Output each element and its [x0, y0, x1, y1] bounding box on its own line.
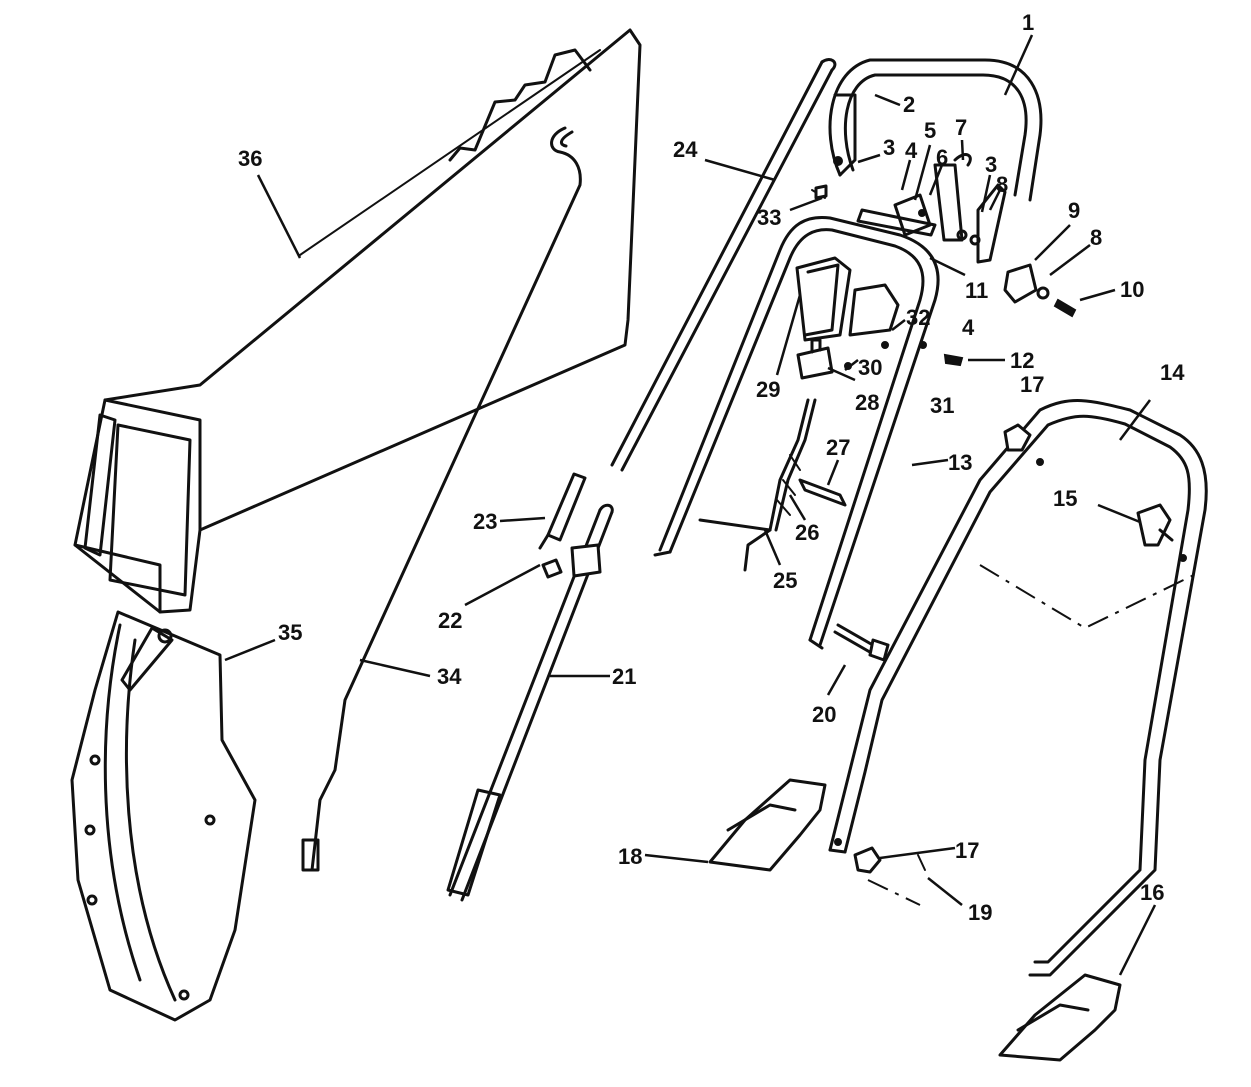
top-bail-handle — [828, 58, 1043, 202]
callout-12: 12 — [1010, 348, 1034, 373]
callout-16: 16 — [1140, 880, 1164, 905]
callout-14: 14 — [1160, 360, 1185, 385]
assembly-lines — [979, 564, 1201, 630]
callout-3: 3 — [883, 135, 895, 160]
callout-27: 27 — [826, 435, 850, 460]
control-rod — [610, 58, 837, 472]
callout-22: 22 — [438, 608, 462, 633]
callout-26: 26 — [795, 520, 819, 545]
callout-35: 35 — [278, 620, 302, 645]
handle-knob — [1136, 503, 1174, 547]
leader-lines — [224, 34, 1157, 976]
callout-5: 5 — [924, 118, 936, 143]
handle-bracket-right — [998, 973, 1122, 1062]
cable-clip-bottom — [853, 846, 926, 906]
discharge-chute — [70, 610, 257, 1022]
callout-9: 9 — [1068, 198, 1080, 223]
callout-8: 8 — [1090, 225, 1102, 250]
grass-catcher-bag — [73, 28, 642, 614]
callout-32: 32 — [906, 305, 930, 330]
wiring-harness — [698, 398, 847, 572]
callout-25: 25 — [773, 568, 797, 593]
callout-4: 4 — [962, 315, 975, 340]
callout-21: 21 — [612, 664, 636, 689]
handle-bracket-left — [708, 778, 827, 872]
callout-1: 1 — [1022, 10, 1034, 35]
callout-13: 13 — [948, 450, 972, 475]
callout-19: 19 — [968, 900, 992, 925]
callout-17: 17 — [955, 838, 979, 863]
callout-30: 30 — [858, 355, 882, 380]
callout-36: 36 — [238, 146, 262, 171]
lower-handle — [828, 399, 1208, 977]
callout-6: 6 — [936, 145, 948, 170]
callout-labels: 1 2 3 3 4 4 5 6 7 8 8 9 10 11 12 13 14 1… — [238, 10, 1185, 925]
upper-handle — [653, 215, 940, 650]
callout-23: 23 — [473, 509, 497, 534]
callout-3: 3 — [985, 152, 997, 177]
callout-33: 33 — [757, 205, 781, 230]
callout-10: 10 — [1120, 277, 1144, 302]
callout-15: 15 — [1053, 486, 1077, 511]
callout-8: 8 — [996, 172, 1008, 197]
switch-housing — [795, 256, 964, 380]
callout-11: 11 — [965, 278, 988, 303]
top-hardware — [811, 153, 1077, 318]
callout-17: 17 — [1020, 372, 1044, 397]
cable-clip-top — [1003, 423, 1032, 452]
bag-frame-rod — [301, 126, 582, 872]
callout-20: 20 — [812, 702, 836, 727]
callout-34: 34 — [437, 664, 462, 689]
callout-31: 31 — [930, 393, 954, 418]
callout-7: 7 — [955, 115, 967, 140]
handle-bolt — [833, 623, 890, 662]
callout-18: 18 — [618, 844, 642, 869]
callout-24: 24 — [673, 137, 698, 162]
callout-29: 29 — [756, 377, 780, 402]
lower-control-rod — [446, 503, 614, 902]
callout-2: 2 — [903, 92, 915, 117]
callout-28: 28 — [855, 390, 879, 415]
bent-rod-and-grommet — [538, 472, 587, 579]
callout-4: 4 — [905, 138, 918, 163]
